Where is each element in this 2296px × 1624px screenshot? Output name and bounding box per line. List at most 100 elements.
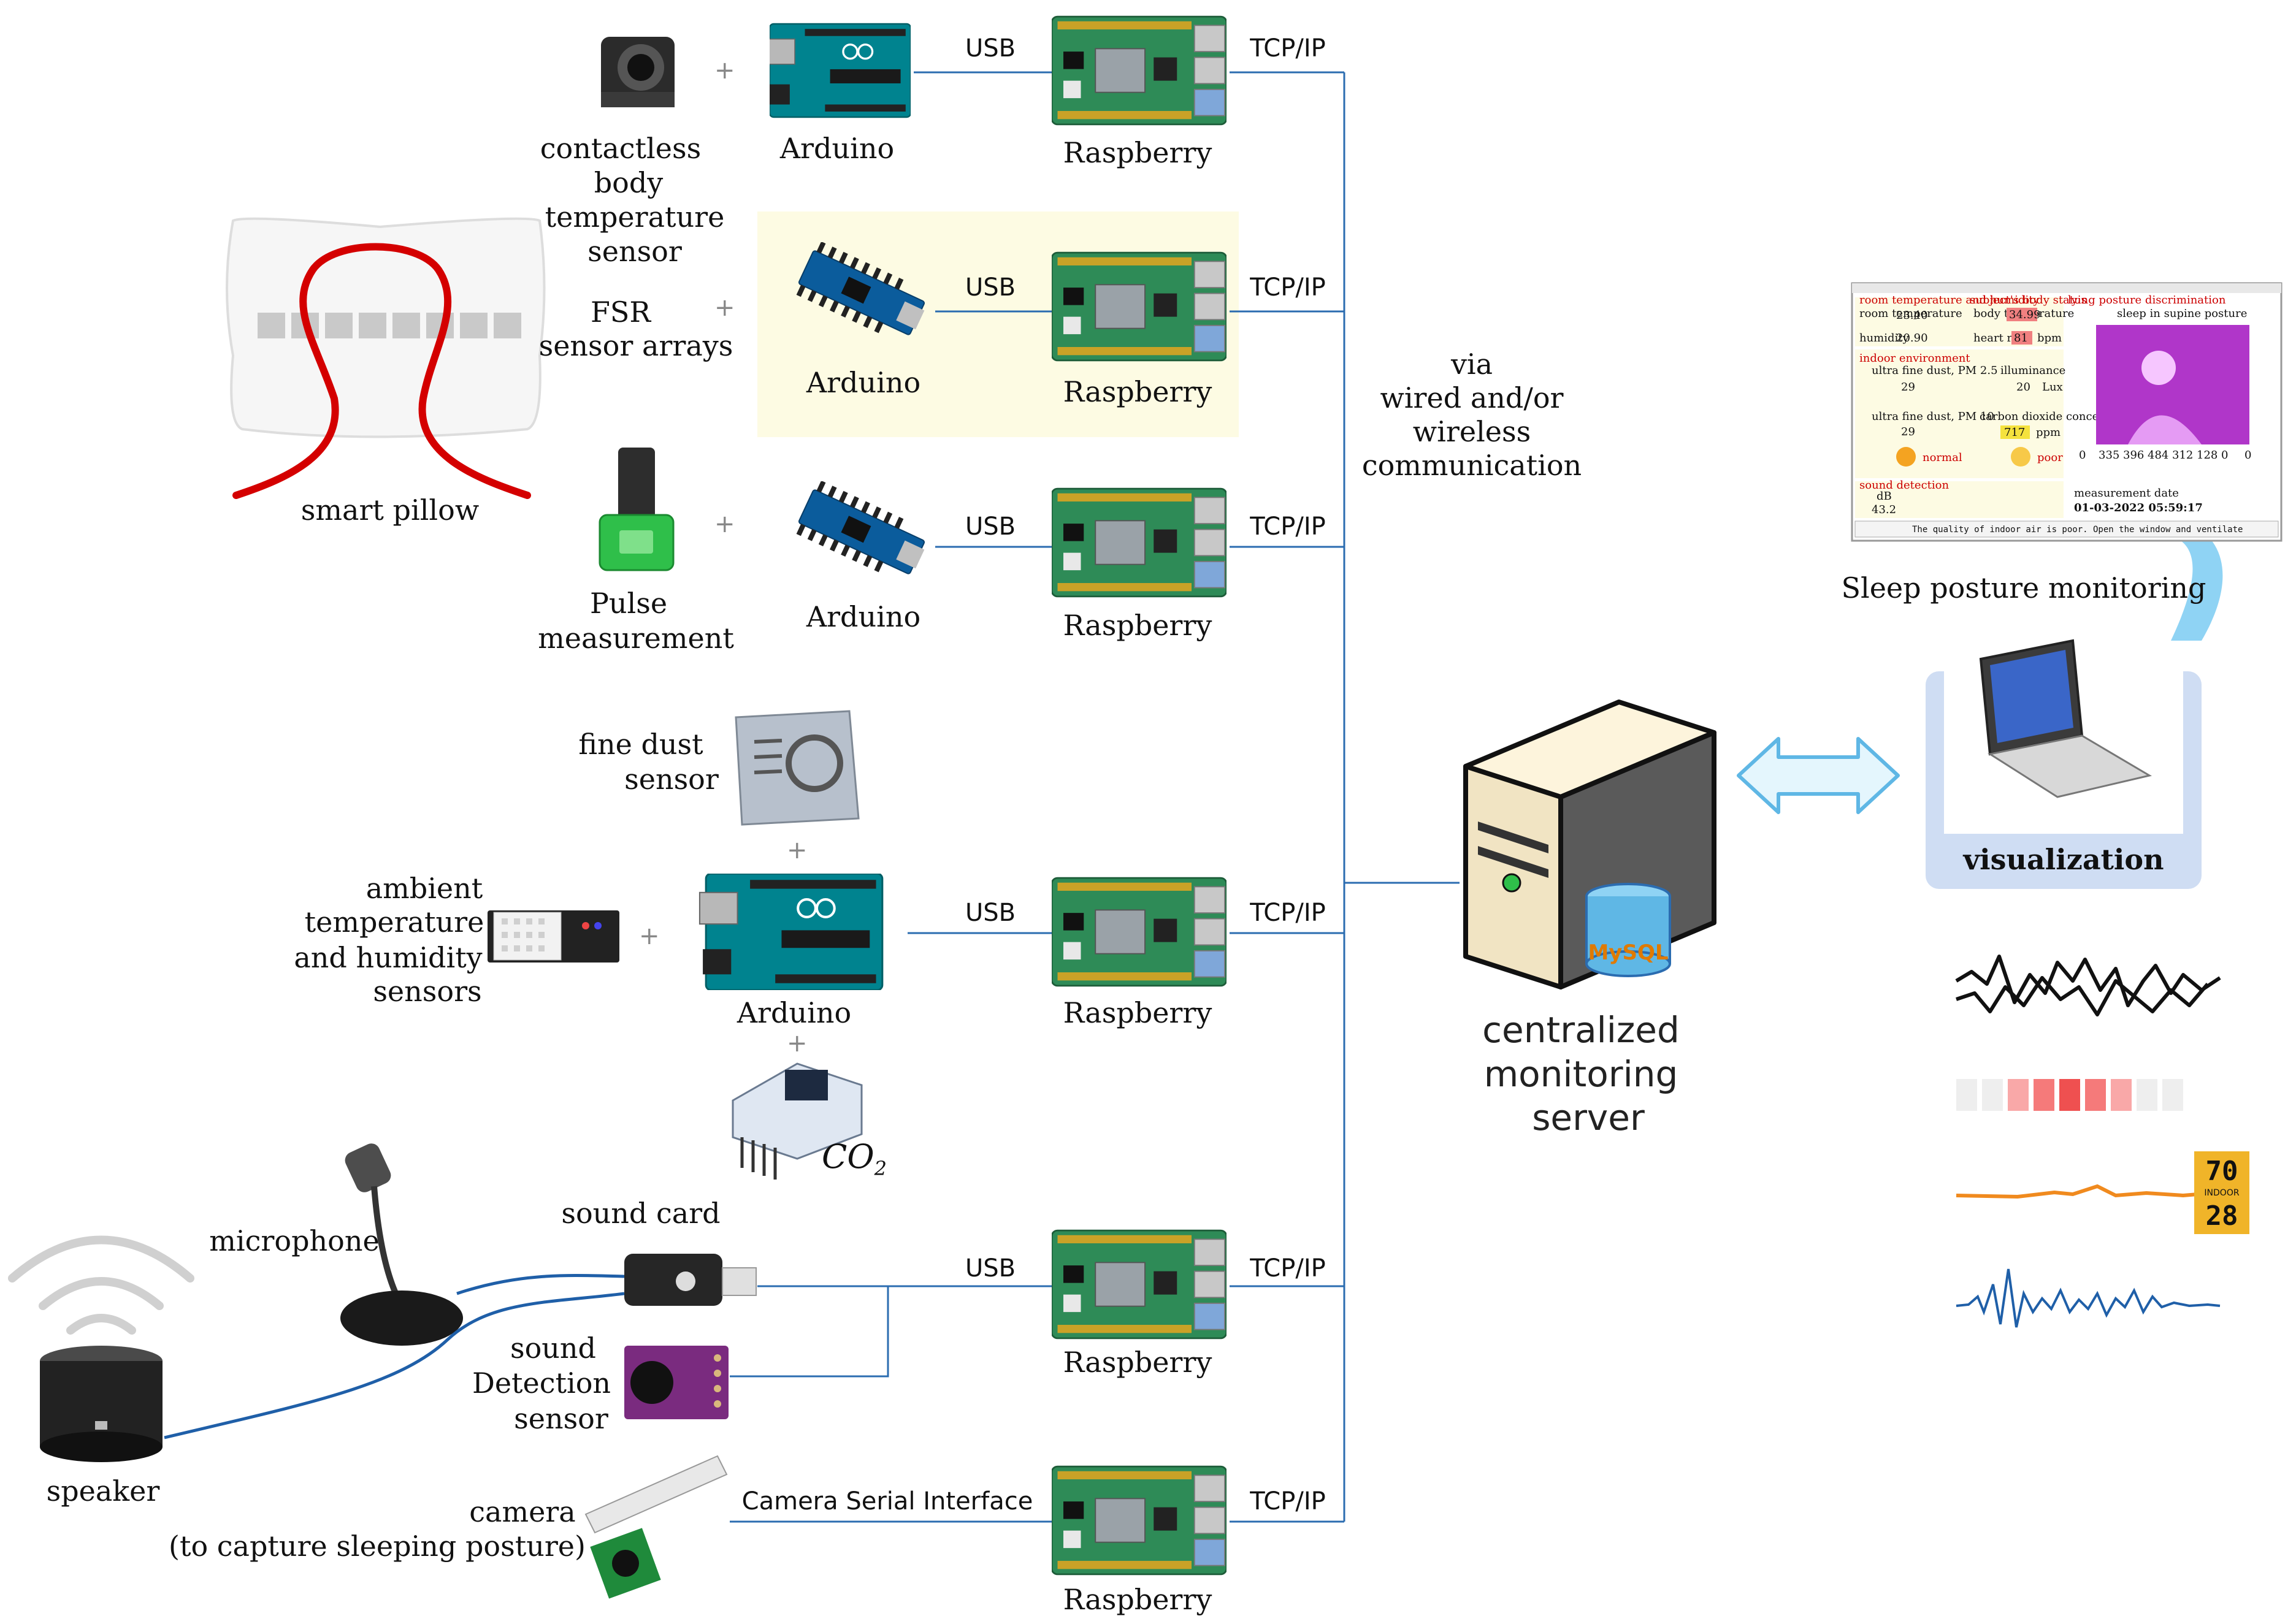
sound-card-label: sound card xyxy=(561,1197,720,1230)
svg-text:ambient: ambient xyxy=(366,872,483,905)
raspberry-label: Raspberry xyxy=(1063,1583,1212,1616)
fine-dust-label: fine dust sensor xyxy=(578,728,719,796)
contactless-temperature-label: contactless body temperature sensor xyxy=(540,132,725,268)
svg-text:temperature: temperature xyxy=(305,905,484,939)
svg-text:wireless: wireless xyxy=(1413,415,1531,448)
plus-sign: + xyxy=(714,510,735,538)
fine-dust-sensor-icon xyxy=(735,710,860,826)
speaker-label: speaker xyxy=(47,1474,160,1508)
usb-label: USB xyxy=(965,899,1016,927)
svg-text:ultra fine dust, PM 2.5: ultra fine dust, PM 2.5 xyxy=(1872,364,1998,377)
svg-text:dB: dB xyxy=(1877,490,1892,503)
waveform-icon xyxy=(1955,955,2221,1007)
svg-text:717: 717 xyxy=(2004,426,2025,439)
svg-text:335: 335 xyxy=(2099,449,2119,462)
svg-text:Detection: Detection xyxy=(472,1367,611,1400)
svg-text:camera: camera xyxy=(469,1495,575,1528)
svg-text:70: 70 xyxy=(2206,1156,2238,1187)
svg-text:20: 20 xyxy=(2016,381,2030,394)
svg-text:20.90: 20.90 xyxy=(1896,332,1928,345)
svg-text:illuminance: illuminance xyxy=(2000,364,2065,377)
wifi-waves-icon xyxy=(8,1235,194,1335)
usb-label: USB xyxy=(965,34,1016,63)
via-communication-label: via wired and/or wireless communication xyxy=(1362,348,1582,482)
svg-text:bpm: bpm xyxy=(2037,332,2062,345)
svg-text:sensor: sensor xyxy=(587,235,682,268)
raspberry-pi-4-icon xyxy=(1052,877,1226,987)
ambient-sensors-label: ambient temperature and humidity sensors xyxy=(294,872,484,1008)
sleep-monitoring-screenshot: room temperature and humidity subject's … xyxy=(1851,282,2283,542)
plus-sign: + xyxy=(714,294,735,322)
svg-text:128: 128 xyxy=(2197,449,2218,462)
sound-card-icon xyxy=(624,1254,757,1306)
usb-label: USB xyxy=(965,1254,1016,1283)
mysql-database-icon: MySQL xyxy=(1585,883,1671,977)
svg-text:sound: sound xyxy=(510,1332,596,1365)
svg-text:ppm: ppm xyxy=(2036,426,2061,439)
arduino-label: Arduino xyxy=(806,600,920,633)
tcpip-label: TCP/IP xyxy=(1249,273,1326,302)
svg-text:lying posture discrimination: lying posture discrimination xyxy=(2068,294,2226,307)
svg-text:Lux: Lux xyxy=(2042,381,2063,394)
raspberry-label: Raspberry xyxy=(1063,609,1212,642)
server-label: centralized monitoring server xyxy=(1482,1009,1680,1138)
smart-pillow-label: smart pillow xyxy=(301,494,479,527)
arduino-label: Arduino xyxy=(779,132,894,165)
humidity-sensor-icon xyxy=(488,910,619,963)
svg-text:sound detection: sound detection xyxy=(1859,479,1949,492)
svg-text:body: body xyxy=(594,166,664,199)
svg-text:34.99: 34.99 xyxy=(2009,308,2041,321)
tcpip-label: TCP/IP xyxy=(1249,1487,1326,1515)
svg-text:The quality of indoor air is p: The quality of indoor air is poor. Open … xyxy=(1912,525,2243,535)
microphone-icon xyxy=(340,1143,463,1346)
thermometer-display-icon: 70 INDOOR 28 xyxy=(2194,1151,2249,1234)
co2-label: CO2 xyxy=(822,1137,887,1180)
svg-text:communication: communication xyxy=(1362,449,1582,482)
co2-sensor-icon xyxy=(732,1062,863,1180)
svg-text:monitoring: monitoring xyxy=(1484,1053,1678,1095)
svg-text:43.2: 43.2 xyxy=(1872,503,1896,516)
svg-text:wired and/or: wired and/or xyxy=(1380,381,1563,414)
svg-text:sensors: sensors xyxy=(373,975,481,1008)
svg-text:0: 0 xyxy=(2244,449,2251,462)
tcpip-label: TCP/IP xyxy=(1249,34,1326,63)
svg-text:sensor arrays: sensor arrays xyxy=(539,329,733,362)
svg-text:INDOOR: INDOOR xyxy=(2204,1188,2239,1198)
pulse-measurement-label: Pulse measurement xyxy=(538,587,734,655)
pulse-sensor-icon xyxy=(599,448,675,571)
sleep-posture-monitoring-label: Sleep posture monitoring xyxy=(1841,571,2206,604)
svg-text:normal: normal xyxy=(1923,451,1962,464)
svg-text:sensor: sensor xyxy=(624,763,719,796)
usb-label: USB xyxy=(965,513,1016,541)
fsr-heatmap-icon xyxy=(1956,1079,2183,1111)
plus-sign: + xyxy=(639,922,660,950)
raspberry-pi-6-icon xyxy=(1052,1465,1226,1576)
camera-module-icon xyxy=(584,1455,728,1599)
tcpip-label: TCP/IP xyxy=(1249,899,1326,927)
svg-text:room temperature and humidity: room temperature and humidity xyxy=(1859,294,2040,307)
tcpip-label: TCP/IP xyxy=(1249,1254,1326,1283)
svg-text:and humidity: and humidity xyxy=(294,941,482,974)
svg-text:fine dust: fine dust xyxy=(578,728,703,761)
svg-text:subject's body status: subject's body status xyxy=(1970,294,2087,307)
svg-text:0: 0 xyxy=(2221,449,2228,462)
usb-label: USB xyxy=(965,273,1016,302)
svg-text:29: 29 xyxy=(1901,381,1915,394)
sound-detection-sensor-icon xyxy=(624,1346,729,1419)
svg-text:poor: poor xyxy=(2037,451,2063,464)
arduino-mega-board-icon xyxy=(700,874,882,990)
raspberry-label: Raspberry xyxy=(1063,375,1212,408)
raspberry-label: Raspberry xyxy=(1063,996,1212,1029)
arduino-nano-board-2-icon xyxy=(792,481,933,582)
smart-pillow-icon xyxy=(226,217,546,499)
sound-waveform-icon xyxy=(1956,1268,2221,1328)
raspberry-pi-3-icon xyxy=(1052,487,1226,598)
svg-text:room temperature: room temperature xyxy=(1859,307,1962,320)
svg-text:humidity: humidity xyxy=(1859,332,1910,345)
svg-text:312: 312 xyxy=(2172,449,2193,462)
svg-text:measurement date: measurement date xyxy=(2074,487,2179,500)
svg-text:28: 28 xyxy=(2206,1200,2238,1232)
sound-detection-label: sound Detection sensor xyxy=(472,1332,611,1435)
svg-text:81: 81 xyxy=(2014,332,2028,345)
